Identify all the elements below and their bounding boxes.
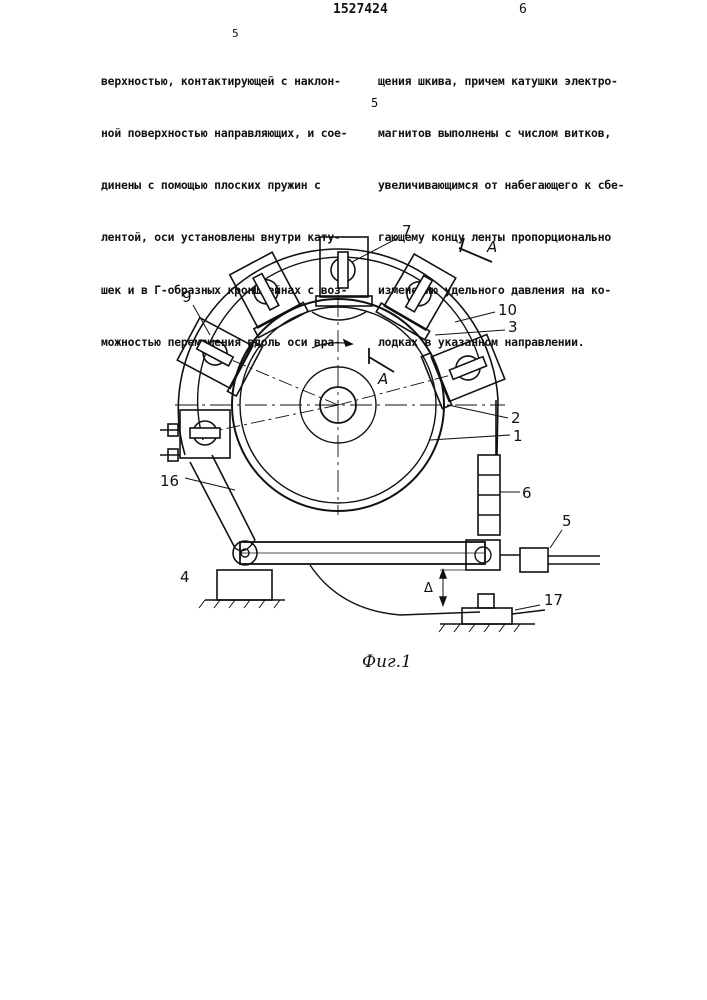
label-1: 1 <box>513 427 523 445</box>
section-label-center: А <box>377 370 388 388</box>
label-9: 9 <box>182 288 192 306</box>
lower-drum-outline <box>310 565 480 615</box>
text-line: щения шкива, причем катушки электро- <box>378 73 624 90</box>
support-4 <box>217 570 272 600</box>
text-line: динены с помощью плоских пружин с <box>101 177 347 194</box>
label-6: 6 <box>522 484 532 502</box>
gap-label: Δ <box>424 581 433 596</box>
label-7: 7 <box>402 222 412 240</box>
electromagnet-upper-left <box>226 250 308 337</box>
text-line: магнитов выполнены с числом витков, <box>378 125 624 142</box>
label-5: 5 <box>562 512 572 530</box>
label-3: 3 <box>508 318 518 336</box>
lever-end-block <box>466 540 500 570</box>
label-10: 10 <box>498 301 517 319</box>
section-label-top: А <box>486 238 497 256</box>
rod-5 <box>520 548 548 572</box>
lever-arm <box>190 455 255 548</box>
label-4: 4 <box>180 568 190 586</box>
figure-caption: Фиг.1 <box>362 652 412 672</box>
patent-number: 1527424 <box>333 2 388 17</box>
brake-mechanism-figure: 7 9 10 3 2 1 6 16 5 4 17 А А Δ <box>0 200 707 650</box>
sensor-17 <box>478 594 494 608</box>
label-2: 2 <box>511 409 521 427</box>
electromagnet-lower-left <box>160 410 230 461</box>
label-17: 17 <box>544 591 563 609</box>
text-line: верхностью, контактирующей с наклон- <box>101 73 347 90</box>
page-number-right: 6 <box>519 2 527 17</box>
pulley-notch <box>312 312 366 320</box>
electromagnet-top <box>316 237 372 306</box>
text-line: увеличивающимся от набегающего к сбе- <box>378 177 624 194</box>
text-line: ной поверхностью направляющих, и сое- <box>101 125 347 142</box>
label-16: 16 <box>160 472 179 490</box>
